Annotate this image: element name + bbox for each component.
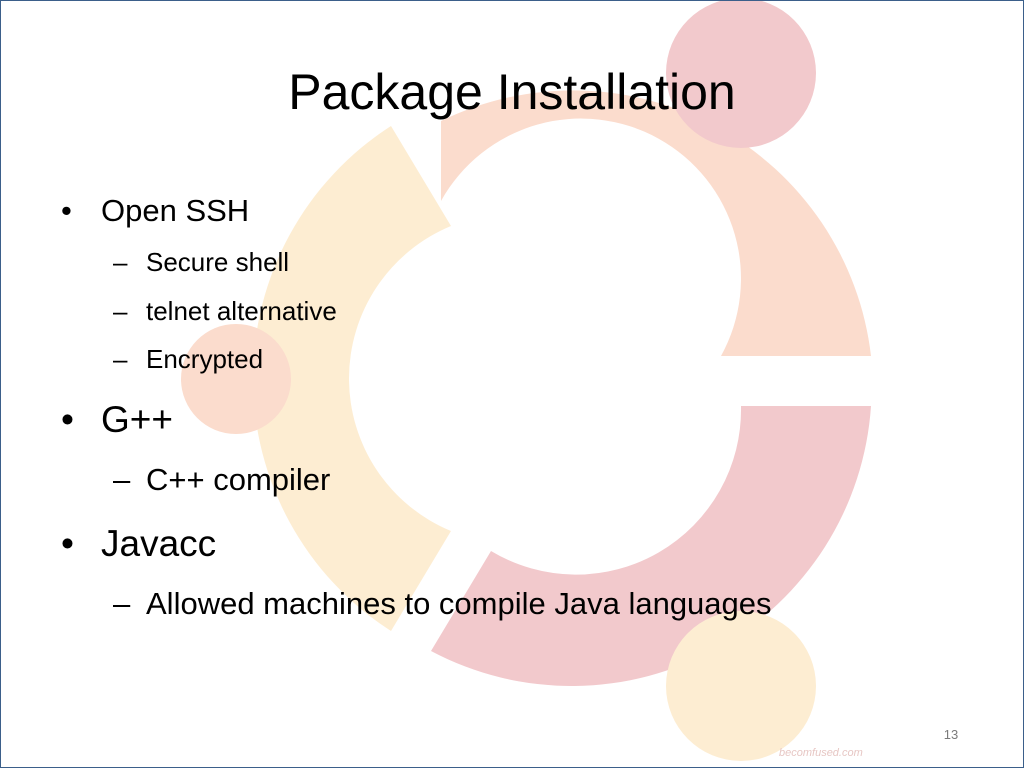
slide-title: Package Installation: [288, 64, 736, 120]
sub-bullet-text: telnet alternative: [146, 296, 337, 326]
bullet-text: G++: [101, 399, 173, 440]
sub-bullet-text: Encrypted: [146, 344, 264, 374]
dash-glyph: –: [113, 462, 131, 497]
bullet-glyph: •: [61, 523, 74, 564]
sub-bullet-text: Secure shell: [146, 247, 290, 277]
logo-ring-top-right: [441, 90, 871, 357]
bullet-text: Javacc: [101, 523, 217, 564]
dash-glyph: –: [113, 247, 128, 277]
logo-dot-top: [666, 1, 816, 148]
slide-number: 13: [943, 727, 959, 742]
dash-glyph: –: [113, 344, 128, 374]
sub-bullet-text: C++ compiler: [146, 462, 331, 497]
logo-dot-left: [181, 324, 291, 434]
bullet-glyph: •: [61, 399, 74, 440]
watermark-text: becomfused.com: [779, 747, 863, 759]
bullet-glyph: •: [61, 193, 72, 228]
logo-dot-bottom: [666, 611, 816, 761]
bullet-text: Open SSH: [101, 193, 250, 228]
logo-ring-left: [252, 126, 451, 631]
dash-glyph: –: [113, 296, 128, 326]
dash-glyph: –: [113, 586, 131, 621]
sub-bullet-text: Allowed machines to compile Java languag…: [146, 586, 772, 621]
